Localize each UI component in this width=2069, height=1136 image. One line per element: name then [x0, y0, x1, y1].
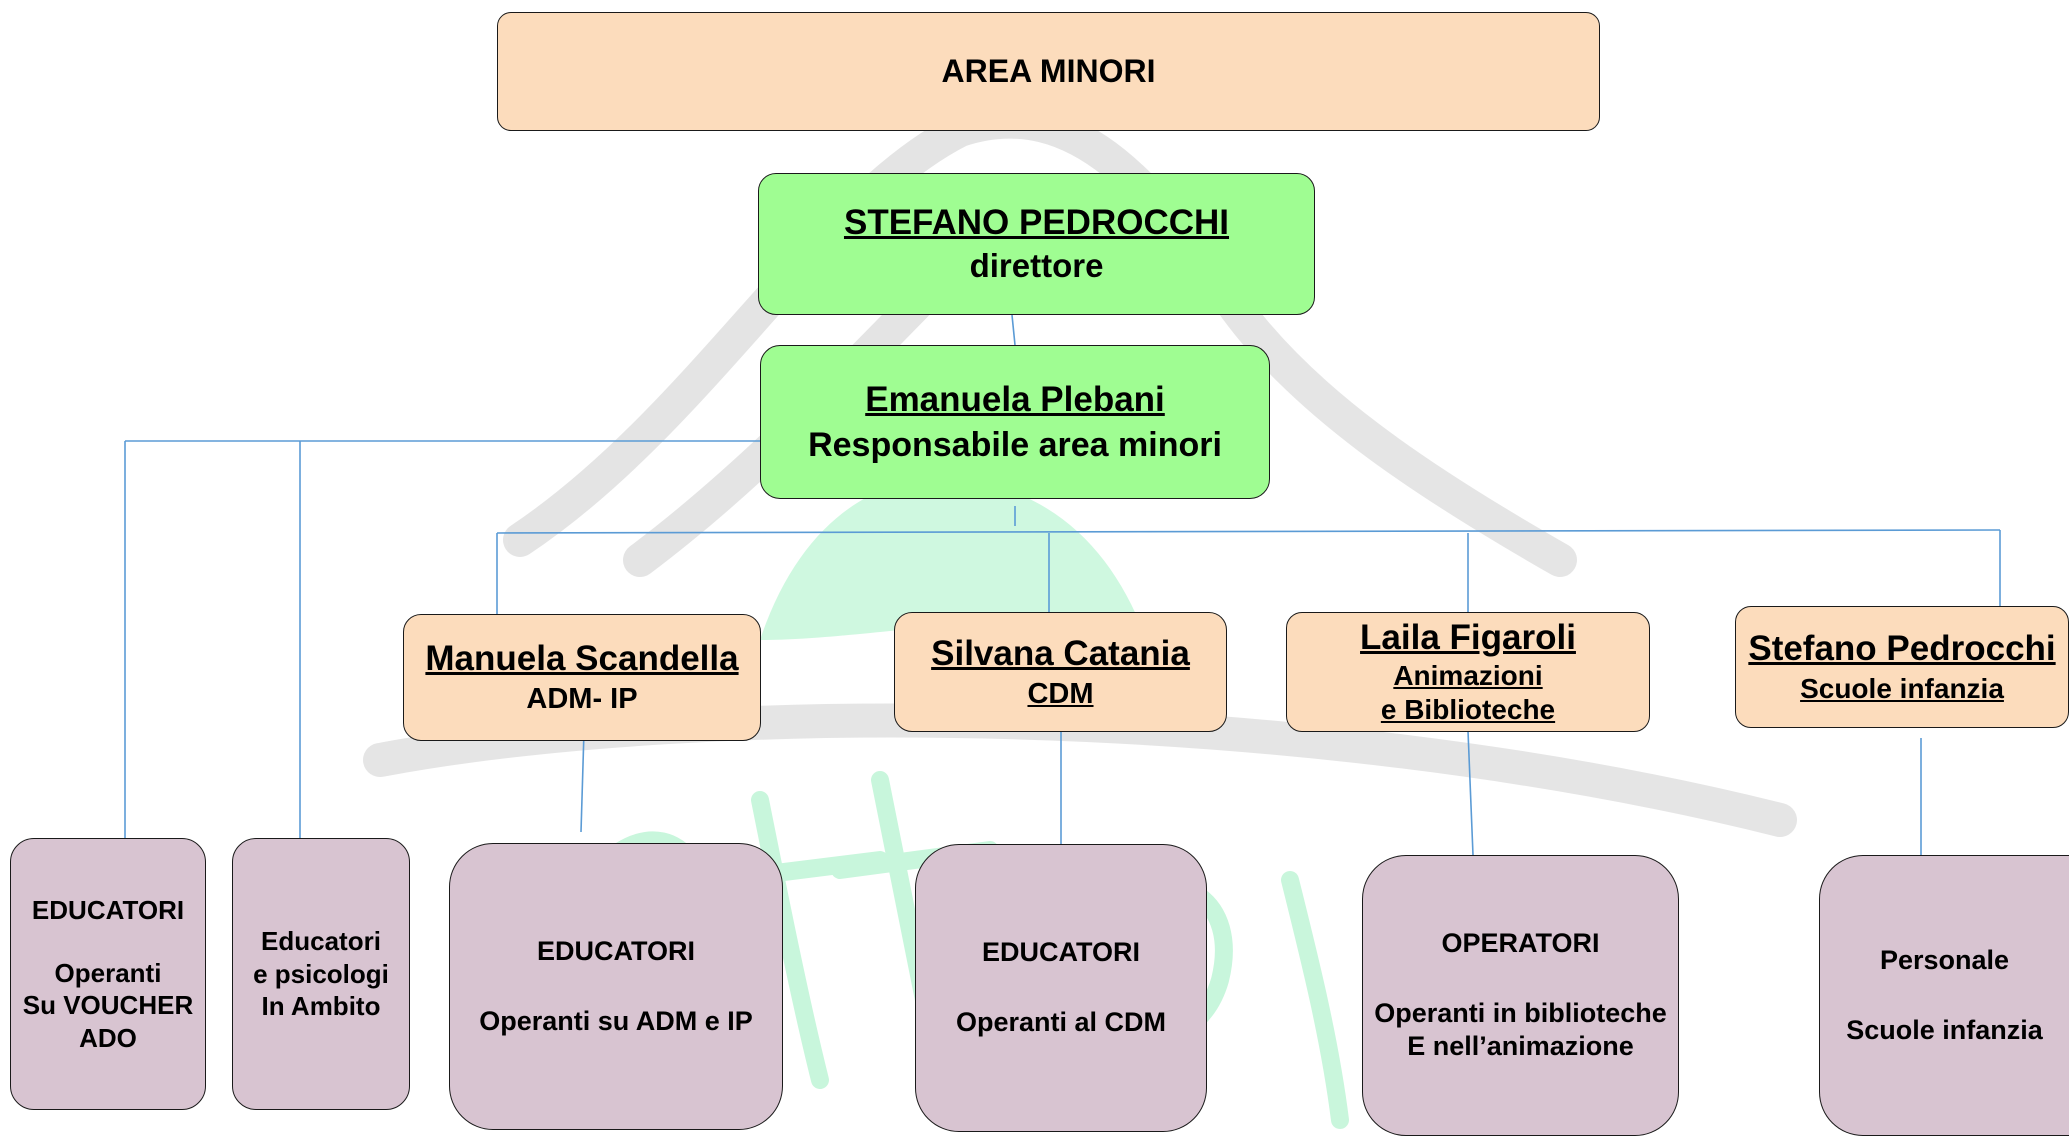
team-line: E nell’animazione — [1407, 1031, 1634, 1062]
team-title: EDUCATORI — [981, 937, 1140, 968]
area-lead-name: Emanuela Plebani — [865, 379, 1165, 419]
lead-role: ADM- IP — [526, 683, 638, 715]
team-title: OPERATORI — [1441, 927, 1600, 958]
team-node-adm-ip: EDUCATORI Operanti su ADM e IP — [449, 843, 783, 1130]
lead-role: CDM — [1027, 677, 1094, 710]
lead-role: Scuole infanzia — [1800, 673, 2004, 704]
area-lead-node: Emanuela Plebani Responsabile area minor… — [760, 345, 1270, 499]
team-line: Operanti — [54, 957, 162, 988]
team-line: Operanti al CDM — [955, 1007, 1167, 1037]
team-line: Operanti in biblioteche — [1374, 997, 1667, 1028]
lead-node-scandella: Manuela Scandella ADM- IP — [403, 614, 761, 741]
director-role: direttore — [969, 247, 1104, 284]
lead-name: Laila Figaroli — [1360, 618, 1576, 657]
team-line: Su VOUCHER — [22, 990, 194, 1020]
lead-node-figaroli: Laila Figaroli Animazioni e Biblioteche — [1286, 612, 1650, 732]
lead-role-line1: Animazioni — [1393, 660, 1543, 691]
lead-name: Manuela Scandella — [425, 639, 739, 678]
team-line: ADO — [79, 1022, 137, 1053]
team-title: EDUCATORI — [536, 935, 695, 966]
director-name: STEFANO PEDROCCHI — [843, 203, 1230, 242]
lead-node-catania: Silvana Catania CDM — [894, 612, 1227, 732]
lead-node-pedrocchi: Stefano Pedrocchi Scuole infanzia — [1735, 606, 2069, 728]
area-lead-role: Responsabile area minori — [808, 425, 1222, 464]
team-node-biblioteche: OPERATORI Operanti in biblioteche E nell… — [1362, 855, 1679, 1136]
area-minori-header: AREA MINORI — [497, 12, 1600, 131]
team-node-voucher-ado: EDUCATORI Operanti Su VOUCHER ADO — [10, 838, 206, 1110]
team-title: Personale — [1879, 944, 2010, 975]
lead-name: Silvana Catania — [931, 633, 1190, 673]
team-line: e psicologi — [253, 958, 389, 989]
team-line: Scuole infanzia — [1846, 1014, 2043, 1045]
team-line: Educatori — [261, 926, 381, 957]
header-title: AREA MINORI — [941, 53, 1156, 89]
team-title: EDUCATORI — [31, 895, 185, 925]
team-line: In Ambito — [261, 991, 381, 1022]
team-node-scuole-infanzia: Personale Scuole infanzia — [1819, 855, 2069, 1136]
team-node-ambito: Educatori e psicologi In Ambito — [232, 838, 410, 1110]
team-line: Operanti su ADM e IP — [479, 1005, 753, 1036]
director-node: STEFANO PEDROCCHI direttore — [758, 173, 1315, 315]
team-node-cdm: EDUCATORI Operanti al CDM — [915, 844, 1207, 1132]
lead-name: Stefano Pedrocchi — [1748, 629, 2056, 668]
lead-role-line2: e Biblioteche — [1380, 694, 1556, 725]
